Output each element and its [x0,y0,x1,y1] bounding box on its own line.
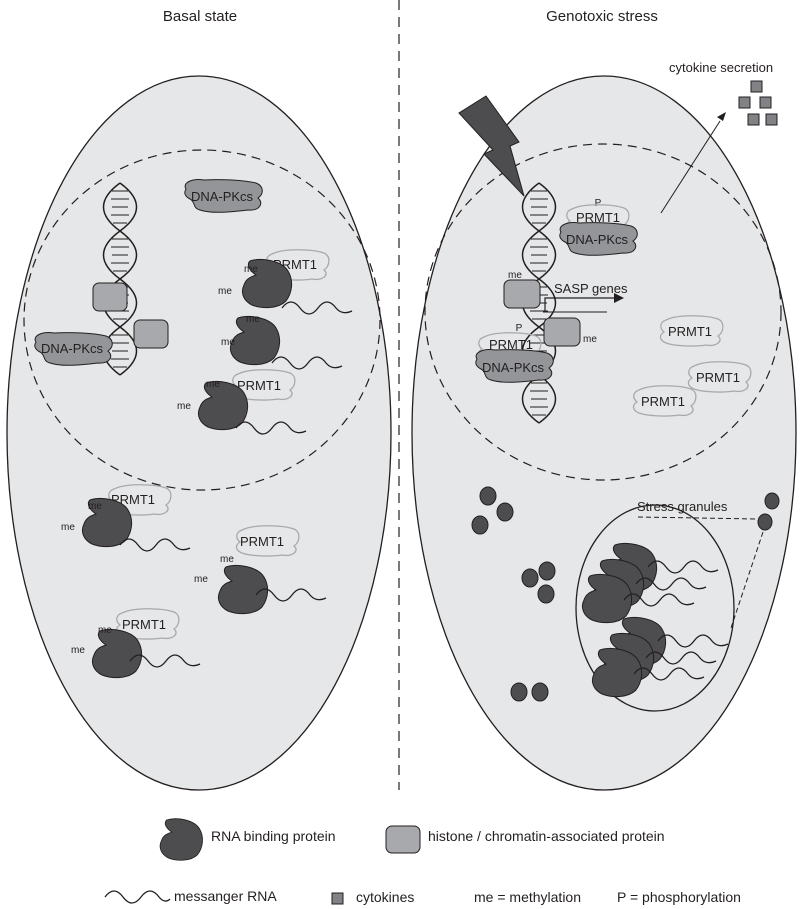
legend: RNA binding protein histone / chromatin-… [104,818,741,905]
nucleus-right [424,143,782,481]
histone-right-1 [503,279,541,309]
dna-pkcs-left-1: DNA-PKcs [184,179,263,213]
rbp-complex: PRMT1 me me [61,484,191,552]
nucleus-left [23,149,381,491]
dna-pkcs-label: DNA-PKcs [191,189,254,204]
cell-membrane-right [411,75,797,791]
methylation-mark: me [583,334,597,345]
rbp: me me [221,314,343,370]
rbp-granule-pointer [764,492,780,510]
rbp-cluster [510,682,549,702]
prmt1-dna-pkcs-complex: P PRMT1 DNA-PKcs [559,198,638,256]
rbp-cluster [521,561,556,604]
methylation-mark: me [206,379,220,390]
dna-pkcs-label: DNA-PKcs [566,232,629,247]
lightning-bolt-icon [458,95,525,197]
methylation-mark: me [61,522,75,533]
prmt1-label: PRMT1 [237,378,281,393]
stressed-cell: P PRMT1 DNA-PKcs me me SASP genes P PRMT… [411,60,797,791]
legend-histone-label: histone / chromatin-associated protein [428,828,665,844]
prmt1-free: PRMT1 [687,361,752,393]
legend-histone-icon [385,825,421,854]
prmt1-free: PRMT1 [659,315,724,347]
prmt1-label: PRMT1 [576,210,620,225]
granule-callout-line [730,531,764,629]
methylation-mark: me [244,264,258,275]
rbp-cluster [471,486,514,535]
sasp-genes-label: SASP genes [554,281,628,296]
histone-left-2 [133,319,169,349]
basal-state-title: Basal state [163,8,237,25]
prmt1-label: PRMT1 [696,370,740,385]
prmt1-label: PRMT1 [111,492,155,507]
methylation-mark: me [88,501,102,512]
prmt1-label: PRMT1 [489,337,533,352]
prmt1-label: PRMT1 [668,324,712,339]
prmt1-label: PRMT1 [122,617,166,632]
granule-callout-line [637,516,759,520]
methylation-mark: me [246,314,260,325]
phosphorylation-mark: P [595,198,602,209]
methylation-mark: me [221,337,235,348]
stress-granules-label: Stress granules [637,499,728,514]
methylation-mark: me [508,270,522,281]
rbp-complex: PRMT1 me me [177,369,307,435]
dna-pkcs-label: DNA-PKcs [41,341,104,356]
rbp-complex: PRMT1 me me [194,525,327,615]
cytokines-cluster [738,80,778,126]
legend-methylation-label: me = methylation [474,889,581,905]
cytokine-secretion-arrow [660,112,726,214]
rbp-complex: PRMT1 me me [71,608,201,679]
sasp-genes-arrow: SASP genes [543,281,628,313]
prmt1-label: PRMT1 [641,394,685,409]
stress-granule [575,504,735,712]
rbp-granule-pointer [757,513,773,531]
legend-mrna-label: messanger RNA [174,888,277,904]
methylation-mark: me [177,401,191,412]
legend-mrna-icon [104,890,171,904]
methylation-mark: me [194,574,208,585]
legend-phosphorylation-label: P = phosphorylation [617,889,741,905]
legend-rbp-label: RNA binding protein [211,828,336,844]
dna-pkcs-left-2: DNA-PKcs [34,332,113,366]
dna-pkcs-label: DNA-PKcs [482,360,545,375]
basal-cell: DNA-PKcs DNA-PKcs PRMT1 me me me me PRMT… [6,75,392,791]
methylation-mark: me [71,645,85,656]
prmt1-label: PRMT1 [240,534,284,549]
phosphorylation-mark: P [516,323,523,334]
methylation-mark: me [218,286,232,297]
methylation-mark: me [220,554,234,565]
legend-cytokine-icon [331,892,344,905]
methylation-mark: me [98,625,112,636]
prmt1-free: PRMT1 [632,385,697,417]
rbp-complex: PRMT1 me me [218,249,353,315]
legend-rbp-icon [159,818,203,861]
histone-left-1 [92,282,128,312]
histone-right-2 [543,317,581,347]
legend-cytokines-label: cytokines [356,889,414,905]
genotoxic-stress-title: Genotoxic stress [546,8,658,25]
prmt1-dna-pkcs-complex: P PRMT1 DNA-PKcs [475,323,554,383]
cytokine-secretion-label: cytokine secretion [669,60,773,75]
